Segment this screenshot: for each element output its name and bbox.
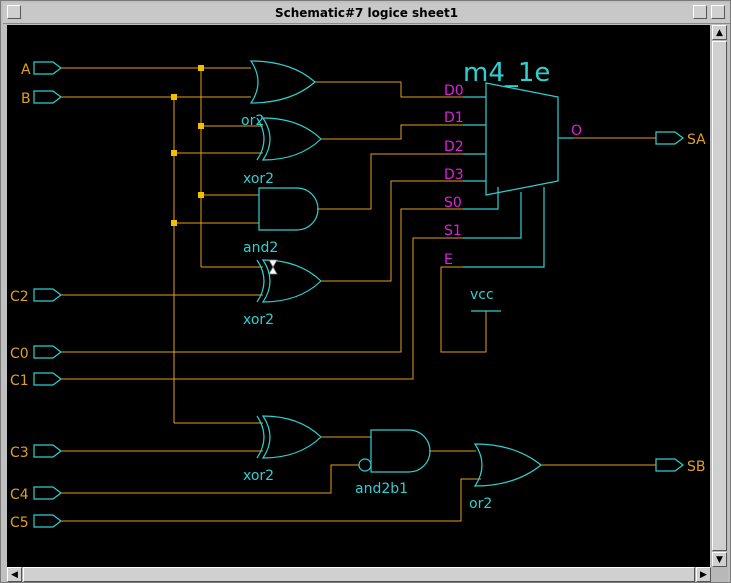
output-ports: SA SB — [655, 131, 706, 475]
scroll-left-arrow-icon[interactable]: ◀ — [7, 567, 22, 582]
vertical-scroll-thumb[interactable] — [712, 41, 727, 551]
input-c1: C1 — [10, 372, 62, 389]
svg-text:C4: C4 — [10, 487, 29, 503]
svg-text:A: A — [21, 62, 31, 78]
svg-text:C1: C1 — [10, 373, 29, 389]
input-c2: C2 — [10, 288, 62, 305]
window-title: Schematic#7 logice sheet1 — [274, 6, 459, 20]
svg-text:SB: SB — [687, 459, 706, 475]
svg-text:or2: or2 — [469, 496, 492, 512]
svg-text:and2: and2 — [243, 240, 278, 256]
text-cursor-icon — [268, 259, 278, 275]
and2-gate[interactable]: and2 — [243, 187, 319, 256]
input-a: A — [21, 61, 62, 78]
input-b: B — [21, 90, 62, 107]
svg-text:or2: or2 — [241, 113, 264, 129]
horizontal-scroll-thumb[interactable] — [23, 567, 695, 582]
or2-gate-bottom[interactable]: or2 — [469, 443, 542, 512]
svg-text:B: B — [21, 91, 31, 107]
vertical-scrollbar[interactable]: ▲ ▼ — [711, 25, 728, 567]
svg-text:xor2: xor2 — [243, 468, 274, 484]
mux-title: m4_1e — [463, 58, 550, 88]
junctions — [171, 65, 204, 226]
horizontal-scrollbar[interactable]: ◀ ▶ — [7, 567, 728, 582]
scroll-down-arrow-icon[interactable]: ▼ — [712, 552, 727, 567]
svg-text:D2: D2 — [444, 139, 464, 155]
svg-text:and2b1: and2b1 — [355, 481, 408, 497]
schematic-canvas[interactable]: A B C2 C0 C1 — [7, 25, 710, 567]
window-menu-button[interactable] — [7, 5, 21, 19]
maximize-button[interactable] — [711, 5, 725, 19]
schematic-drawing: A B C2 C0 C1 — [10, 58, 706, 531]
svg-text:D3: D3 — [444, 167, 464, 183]
svg-text:C0: C0 — [10, 346, 29, 362]
svg-text:SA: SA — [687, 132, 706, 148]
svg-text:C3: C3 — [10, 445, 29, 461]
input-ports: A B C2 C0 C1 — [10, 61, 62, 531]
input-c0: C0 — [10, 345, 62, 362]
xor2-gate-2[interactable]: xor2 — [243, 259, 322, 328]
output-sa: SA — [655, 131, 706, 148]
scroll-right-arrow-icon[interactable]: ▶ — [696, 567, 711, 582]
svg-text:E: E — [444, 252, 453, 268]
wires — [61, 67, 656, 522]
svg-text:C5: C5 — [10, 515, 29, 531]
svg-text:D0: D0 — [444, 83, 464, 99]
svg-text:O: O — [571, 123, 582, 139]
svg-text:S1: S1 — [444, 223, 462, 239]
xor2-gate-3[interactable]: xor2 — [243, 415, 322, 484]
svg-text:D1: D1 — [444, 110, 464, 126]
or2-gate-top[interactable]: or2 — [241, 60, 316, 129]
output-sb: SB — [655, 458, 706, 475]
mux-m4-1e[interactable]: m4_1e D0 D1 D2 D3 S0 S1 E O — [444, 58, 582, 268]
input-c5: C5 — [10, 514, 62, 531]
input-c4: C4 — [10, 486, 62, 503]
title-bar[interactable]: Schematic#7 logice sheet1 — [3, 3, 730, 24]
vcc-symbol[interactable]: vcc — [470, 287, 501, 312]
svg-text:vcc: vcc — [470, 287, 494, 303]
svg-text:xor2: xor2 — [243, 312, 274, 328]
and2b1-gate[interactable]: and2b1 — [355, 429, 431, 497]
svg-text:xor2: xor2 — [243, 171, 274, 187]
input-c3: C3 — [10, 444, 62, 461]
xor2-gate-1[interactable]: xor2 — [243, 117, 322, 187]
svg-text:C2: C2 — [10, 289, 29, 305]
minimize-button[interactable] — [693, 5, 707, 19]
scroll-up-arrow-icon[interactable]: ▲ — [712, 25, 727, 40]
svg-text:S0: S0 — [444, 195, 462, 211]
